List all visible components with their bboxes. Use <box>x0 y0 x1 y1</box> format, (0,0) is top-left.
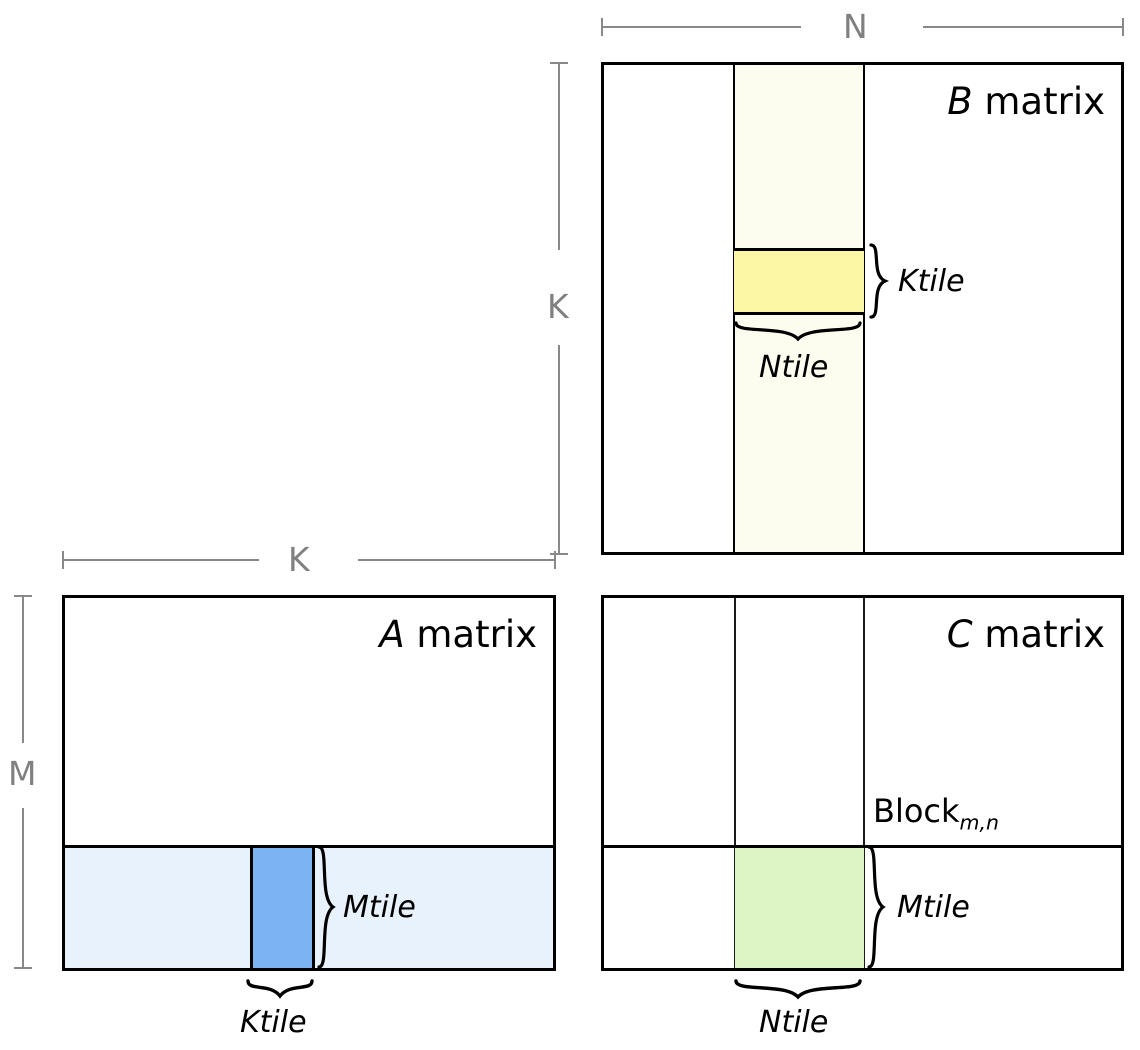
k-horizontal-line-right <box>358 559 555 561</box>
k-vertical-line-bottom <box>558 345 560 555</box>
m-dimension-bottom-cap <box>14 967 32 969</box>
c-matrix-tile <box>735 848 864 968</box>
b-matrix-title-word: matrix <box>972 80 1105 123</box>
b-matrix-box: B matrix <box>601 62 1124 555</box>
a-ktile-brace-icon <box>245 978 315 1004</box>
c-block-label-main: Block <box>873 792 960 830</box>
m-dimension-label: M <box>8 754 37 793</box>
a-ktile-label: Ktile <box>240 1005 307 1040</box>
b-ntile-brace-icon <box>733 320 863 348</box>
n-dimension-line-right <box>923 26 1123 28</box>
a-matrix-title: A matrix <box>379 616 537 653</box>
c-mtile-label: Mtile <box>897 890 970 925</box>
b-ktile-brace-icon <box>868 243 896 319</box>
a-matrix-tile <box>250 848 315 968</box>
k-vertical-label: K <box>547 287 569 326</box>
a-row-top-border <box>65 845 553 848</box>
b-ktile-label: Ktile <box>898 264 965 299</box>
c-ntile-brace-icon <box>733 978 863 1006</box>
c-mtile-brace-icon <box>866 845 894 969</box>
c-row-top-border <box>604 845 1121 848</box>
a-matrix-box: A matrix <box>62 595 556 971</box>
c-column-divider-right <box>863 598 865 968</box>
b-ntile-label: Ntile <box>759 350 829 385</box>
k-horizontal-line-left <box>62 559 259 561</box>
m-dimension-line-top <box>22 595 24 743</box>
b-matrix-title-letter: B <box>947 80 973 123</box>
m-dimension-line-bottom <box>22 808 24 968</box>
a-matrix-title-word: matrix <box>404 613 537 656</box>
c-block-label-subscript: m,n <box>959 810 999 835</box>
n-dimension-right-cap <box>1122 18 1124 36</box>
n-dimension-label: N <box>843 7 868 46</box>
c-block-label: Blockm,n <box>873 795 999 833</box>
c-matrix-title: C matrix <box>947 616 1105 653</box>
c-matrix-title-word: matrix <box>972 613 1105 656</box>
k-horizontal-label: K <box>288 540 310 579</box>
c-matrix-box: C matrix Blockm,n <box>601 595 1124 971</box>
b-matrix-title: B matrix <box>947 83 1105 120</box>
a-mtile-label: Mtile <box>343 890 416 925</box>
k-horizontal-right-cap <box>554 551 556 569</box>
k-vertical-line-top <box>558 62 560 250</box>
a-mtile-brace-icon <box>316 845 344 969</box>
c-column-divider-left <box>734 598 736 968</box>
b-matrix-tile <box>734 248 864 315</box>
k-vertical-bottom-cap <box>550 553 568 555</box>
a-matrix-title-letter: A <box>379 613 405 656</box>
n-dimension-line-left <box>601 26 801 28</box>
b-strip-right-border <box>863 65 865 552</box>
c-ntile-label: Ntile <box>759 1005 829 1040</box>
c-matrix-title-letter: C <box>946 613 973 656</box>
